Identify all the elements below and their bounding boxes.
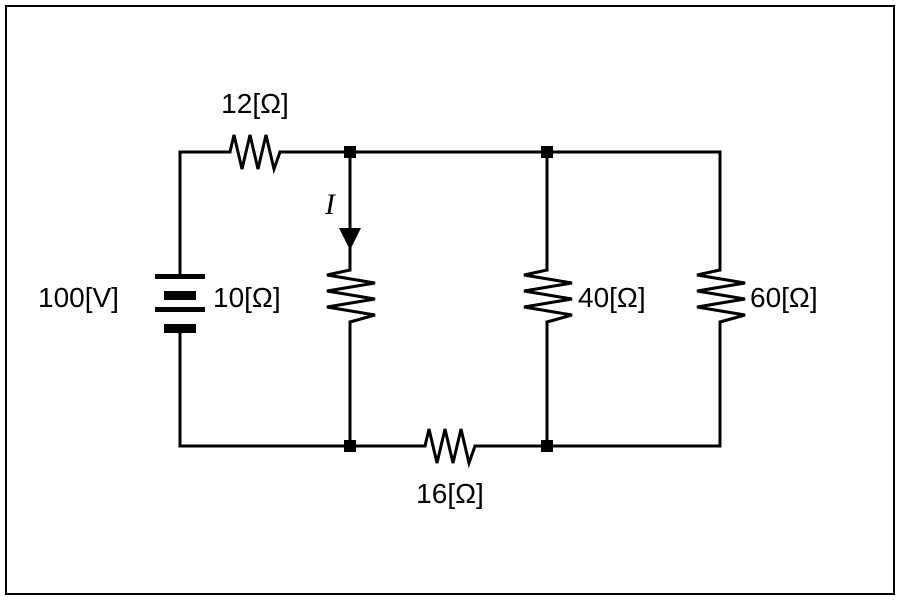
junction-nodes [344,146,553,452]
label-current: I [324,188,337,221]
junction-node [344,146,356,158]
label-resistor-60: 60[Ω] [750,282,818,313]
junction-node [541,146,553,158]
label-resistor-12: 12[Ω] [221,88,289,119]
resistor-40-ohm [523,268,573,324]
label-resistor-16: 16[Ω] [416,478,484,509]
resistor-60-ohm [696,268,746,324]
resistor-16-ohm [423,428,477,469]
junction-node [344,440,356,452]
label-resistor-10: 10[Ω] [213,282,281,313]
label-battery: 100[V] [38,282,119,313]
label-resistor-40: 40[Ω] [578,282,646,313]
junction-node [541,440,553,452]
resistor-12-ohm [228,134,282,175]
current-arrow-icon [339,228,361,250]
figure-frame [5,5,895,595]
battery-symbol [155,274,205,333]
resistor-10-ohm [326,268,376,324]
